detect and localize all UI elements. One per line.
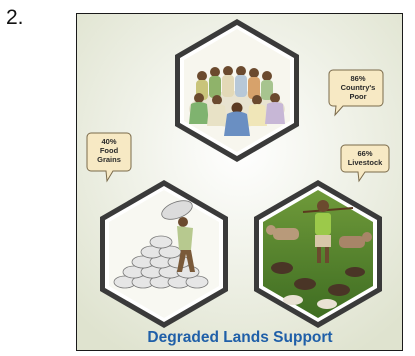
degraded-lands-figure: 86% Country's Poor 40% Food Grains 66% L…	[76, 13, 403, 351]
hexagon-livestock	[254, 180, 382, 328]
callout-food-grains: 40% Food Grains	[86, 132, 132, 183]
villagers-illustration	[189, 66, 285, 136]
hexagon-villagers	[175, 19, 299, 162]
porter-figure	[161, 200, 195, 272]
figure-caption: Degraded Lands Support	[147, 329, 332, 346]
callout-countrys-poor-line-1: 86%	[350, 74, 365, 83]
grain-sacks-illustration	[113, 200, 209, 289]
callout-food-grains-line-1: 40%	[101, 137, 116, 146]
callout-livestock: 66% Livestock	[340, 144, 390, 183]
callout-livestock-line-2: Livestock	[348, 158, 383, 167]
callout-food-grains-line-2: Food	[100, 146, 119, 155]
callout-livestock-line-1: 66%	[357, 149, 372, 158]
callout-food-grains-line-3: Grains	[97, 155, 121, 164]
list-item-number: 2.	[6, 6, 24, 29]
callout-countrys-poor: 86% Country's Poor	[328, 69, 384, 117]
callout-countrys-poor-line-2: Country's	[341, 83, 376, 92]
herder-figure	[302, 200, 354, 263]
livestock-illustration	[266, 200, 372, 309]
hexagon-food-grains	[100, 180, 228, 328]
callout-countrys-poor-line-3: Poor	[349, 92, 366, 101]
